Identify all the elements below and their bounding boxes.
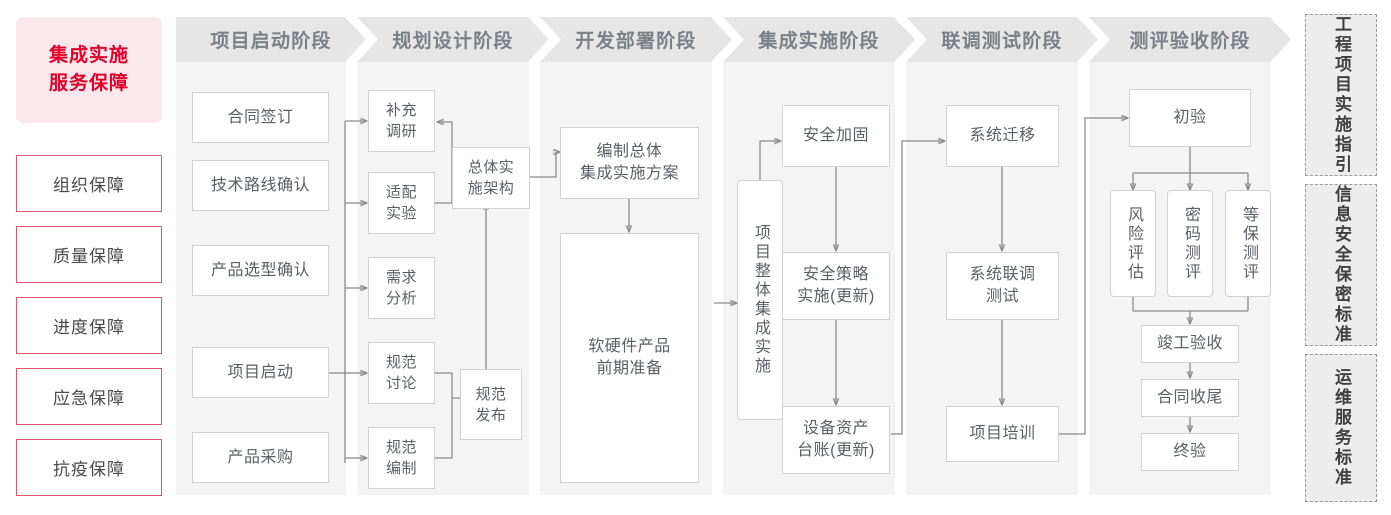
- node-label: 竣工验收: [1156, 335, 1223, 352]
- node-spec-drafting[interactable]: 规范编制: [368, 427, 435, 489]
- node-label-line1: 补充: [385, 102, 417, 119]
- phase-header-3: 开发部署阶段: [540, 17, 732, 62]
- rail-item-label: 组织保障: [53, 176, 125, 195]
- node-label-line2: 实施(更新): [797, 288, 875, 305]
- node-system-migration[interactable]: 系统迁移: [946, 105, 1059, 167]
- node-label: 产品采购: [227, 448, 294, 466]
- rail-item-label: 质量保障: [53, 247, 125, 266]
- node-overall-implementation-architecture[interactable]: 总体实施架构: [452, 147, 530, 209]
- phase-header-4: 集成实施阶段: [723, 17, 915, 62]
- phase-header-label: 测评验收阶段: [1129, 31, 1251, 52]
- node-label: 技术路线确认: [210, 176, 310, 194]
- node-label: 系统迁移: [969, 127, 1036, 144]
- node-label-line1: 软硬件产品: [588, 338, 671, 355]
- node-label: 密码测评: [1182, 205, 1199, 282]
- node-supplementary-research[interactable]: 补充调研: [368, 90, 435, 152]
- node-final-acceptance[interactable]: 终验: [1141, 433, 1239, 471]
- node-overall-project-integration[interactable]: 项目整体集成实施: [737, 180, 783, 420]
- node-spec-release[interactable]: 规范发布: [460, 369, 522, 440]
- node-tech-route-confirm[interactable]: 技术路线确认: [192, 160, 329, 211]
- standard-label: 工程项目实施指引: [1332, 15, 1351, 175]
- node-preliminary-acceptance[interactable]: 初验: [1129, 89, 1251, 147]
- rail-item-label: 进度保障: [53, 318, 125, 337]
- node-label-line2: 前期准备: [596, 360, 663, 377]
- node-security-hardening[interactable]: 安全加固: [782, 105, 890, 167]
- node-project-training[interactable]: 项目培训: [946, 406, 1059, 462]
- node-label-line2: 实验: [385, 205, 417, 222]
- rail-hero-badge: 集成实施 服务保障: [16, 17, 162, 123]
- node-label: 项目培训: [969, 425, 1036, 442]
- phase-header-label: 规划设计阶段: [392, 31, 514, 52]
- rail-hero-line2: 服务保障: [48, 73, 129, 94]
- standard-panel-engineering[interactable]: 工程项目实施指引: [1305, 14, 1377, 176]
- node-label-line1: 设备资产: [802, 420, 869, 437]
- node-label: 产品选型确认: [210, 261, 310, 279]
- node-adaptation-experiment[interactable]: 适配实验: [368, 172, 435, 234]
- node-cryptography-evaluation[interactable]: 密码测评: [1167, 190, 1213, 297]
- phase-header-label: 开发部署阶段: [575, 31, 697, 52]
- node-project-kickoff[interactable]: 项目启动: [192, 347, 329, 398]
- node-label-line1: 需求: [385, 269, 417, 286]
- node-label: 项目启动: [227, 363, 294, 381]
- standard-panel-infosec[interactable]: 信息安全保密标准: [1305, 184, 1377, 346]
- node-draft-integration-plan[interactable]: 编制总体集成实施方案: [560, 127, 699, 199]
- phase-header-label: 联调测试阶段: [941, 31, 1063, 52]
- phase-header-5: 联调测试阶段: [906, 17, 1098, 62]
- standard-label: 运维服务标准: [1332, 368, 1351, 488]
- phase-header-label: 集成实施阶段: [758, 31, 880, 52]
- rail-item-schedule[interactable]: 进度保障: [16, 297, 162, 354]
- rail-item-epidemic[interactable]: 抗疫保障: [16, 439, 162, 496]
- node-label-line2: 发布: [475, 406, 507, 424]
- node-risk-assessment[interactable]: 风险评估: [1110, 190, 1156, 297]
- node-label-line2: 讨论: [385, 375, 417, 392]
- phase-header-2: 规划设计阶段: [357, 17, 549, 62]
- node-security-policy-update[interactable]: 安全策略实施(更新): [782, 252, 890, 320]
- node-label: 项目整体集成实施: [752, 224, 769, 376]
- node-contract-signing[interactable]: 合同签订: [192, 92, 329, 143]
- phase-header-6: 测评验收阶段: [1089, 17, 1291, 62]
- node-label-line2: 测试: [985, 288, 1019, 305]
- rail-item-label: 抗疫保障: [53, 460, 125, 479]
- standard-label: 信息安全保密标准: [1332, 185, 1351, 345]
- node-label-line1: 编制总体: [596, 143, 663, 160]
- node-label: 安全加固: [802, 127, 869, 144]
- node-label-line2: 台账(更新): [797, 442, 875, 459]
- node-hw-sw-preparation[interactable]: 软硬件产品前期准备: [560, 233, 699, 483]
- node-system-joint-testing[interactable]: 系统联调测试: [946, 252, 1059, 320]
- node-completion-acceptance[interactable]: 竣工验收: [1141, 325, 1239, 363]
- rail-item-emergency[interactable]: 应急保障: [16, 368, 162, 425]
- node-spec-discussion[interactable]: 规范讨论: [368, 342, 435, 404]
- node-requirements-analysis[interactable]: 需求分析: [368, 257, 435, 319]
- node-label: 风险评估: [1125, 205, 1142, 282]
- node-label-line2: 分析: [385, 290, 417, 307]
- rail-item-label: 应急保障: [53, 389, 125, 408]
- node-label-line2: 调研: [385, 123, 417, 140]
- node-label: 合同签订: [227, 108, 294, 126]
- node-label: 合同收尾: [1156, 389, 1223, 406]
- node-label-line1: 系统联调: [969, 266, 1036, 283]
- standard-panel-ops[interactable]: 运维服务标准: [1305, 354, 1377, 502]
- phase-header-1: 项目启动阶段: [176, 17, 366, 62]
- rail-hero-line1: 集成实施: [48, 45, 129, 66]
- node-label-line1: 总体实: [467, 159, 515, 176]
- rail-item-organization[interactable]: 组织保障: [16, 155, 162, 212]
- node-label-line1: 规范: [385, 354, 417, 371]
- node-label: 初验: [1173, 109, 1207, 126]
- node-contract-closeout[interactable]: 合同收尾: [1141, 379, 1239, 417]
- node-label: 等保测评: [1240, 205, 1257, 282]
- node-label-line2: 集成实施方案: [579, 165, 679, 182]
- node-product-purchase[interactable]: 产品采购: [192, 432, 329, 483]
- node-asset-ledger-update[interactable]: 设备资产台账(更新): [782, 406, 890, 474]
- node-label-line1: 安全策略: [802, 266, 869, 283]
- node-label-line2: 编制: [385, 460, 417, 477]
- node-label-line1: 规范: [385, 439, 417, 456]
- node-label-line1: 规范: [475, 385, 507, 403]
- phase-header-label: 项目启动阶段: [210, 31, 332, 52]
- node-product-selection[interactable]: 产品选型确认: [192, 245, 329, 296]
- node-label-line2: 施架构: [467, 180, 515, 197]
- node-mlps-evaluation[interactable]: 等保测评: [1225, 190, 1271, 297]
- node-label-line1: 适配: [385, 184, 417, 201]
- rail-item-quality[interactable]: 质量保障: [16, 226, 162, 283]
- node-label: 终验: [1173, 443, 1207, 460]
